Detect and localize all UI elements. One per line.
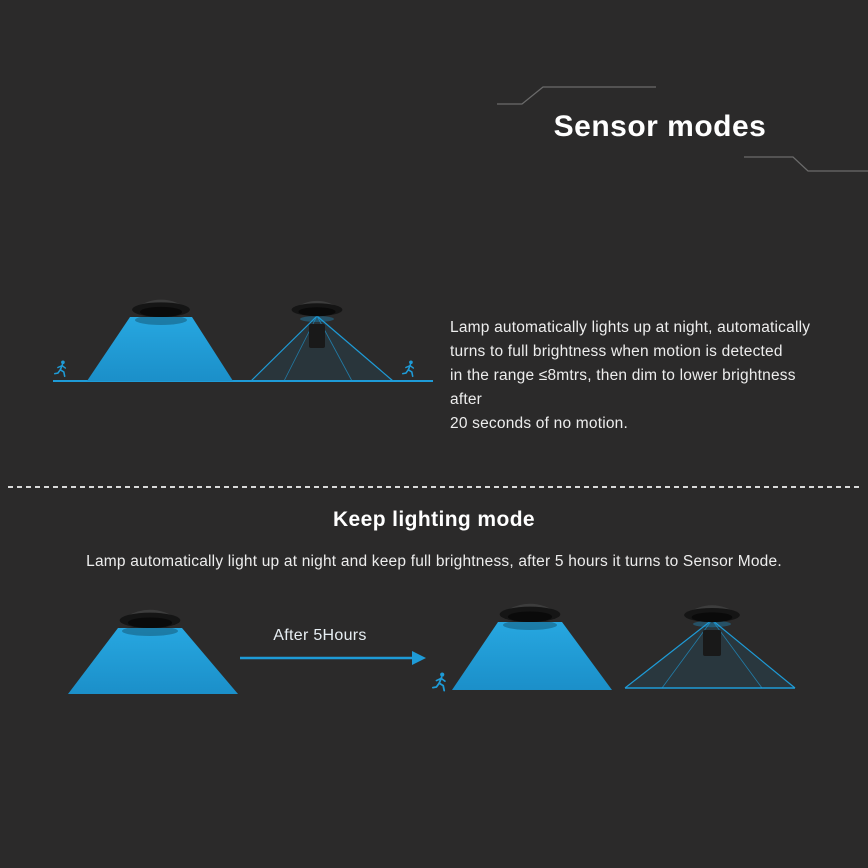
lamp-fixture-icon	[684, 605, 740, 623]
page-title: Sensor modes	[553, 110, 767, 143]
lamp-body	[703, 630, 721, 656]
lamp-fixture-icon	[119, 609, 181, 629]
light-cone-dim	[250, 300, 394, 382]
light-cone-full	[87, 299, 233, 381]
keep-lighting-title: Keep lighting mode	[332, 508, 536, 531]
after-hours-arrow	[240, 651, 426, 665]
keep-lighting-illustration	[68, 603, 796, 694]
keep-lighting-description: Lamp automatically light up at night and…	[86, 553, 782, 570]
header-decor-lines	[497, 86, 868, 172]
light-cone-full	[68, 609, 238, 694]
runner-icon	[54, 360, 67, 378]
sensor-mode-illustration	[53, 299, 433, 382]
lamp-body	[309, 324, 325, 348]
dashed-divider	[8, 486, 860, 488]
lamp-fixture-icon	[132, 299, 190, 317]
sensor-mode-description: Lamp automatically lights up at night, a…	[450, 319, 811, 432]
runner-icon	[432, 672, 446, 692]
decor-line-bottom	[744, 156, 868, 172]
light-cone-full	[452, 603, 612, 690]
runner-icon	[402, 360, 415, 378]
arrow-label: After 5Hours	[273, 627, 367, 644]
lamp-fixture-icon	[291, 300, 343, 317]
light-cone-dim	[624, 605, 796, 689]
decor-line-top	[497, 86, 656, 105]
lamp-fixture-icon	[499, 603, 561, 623]
